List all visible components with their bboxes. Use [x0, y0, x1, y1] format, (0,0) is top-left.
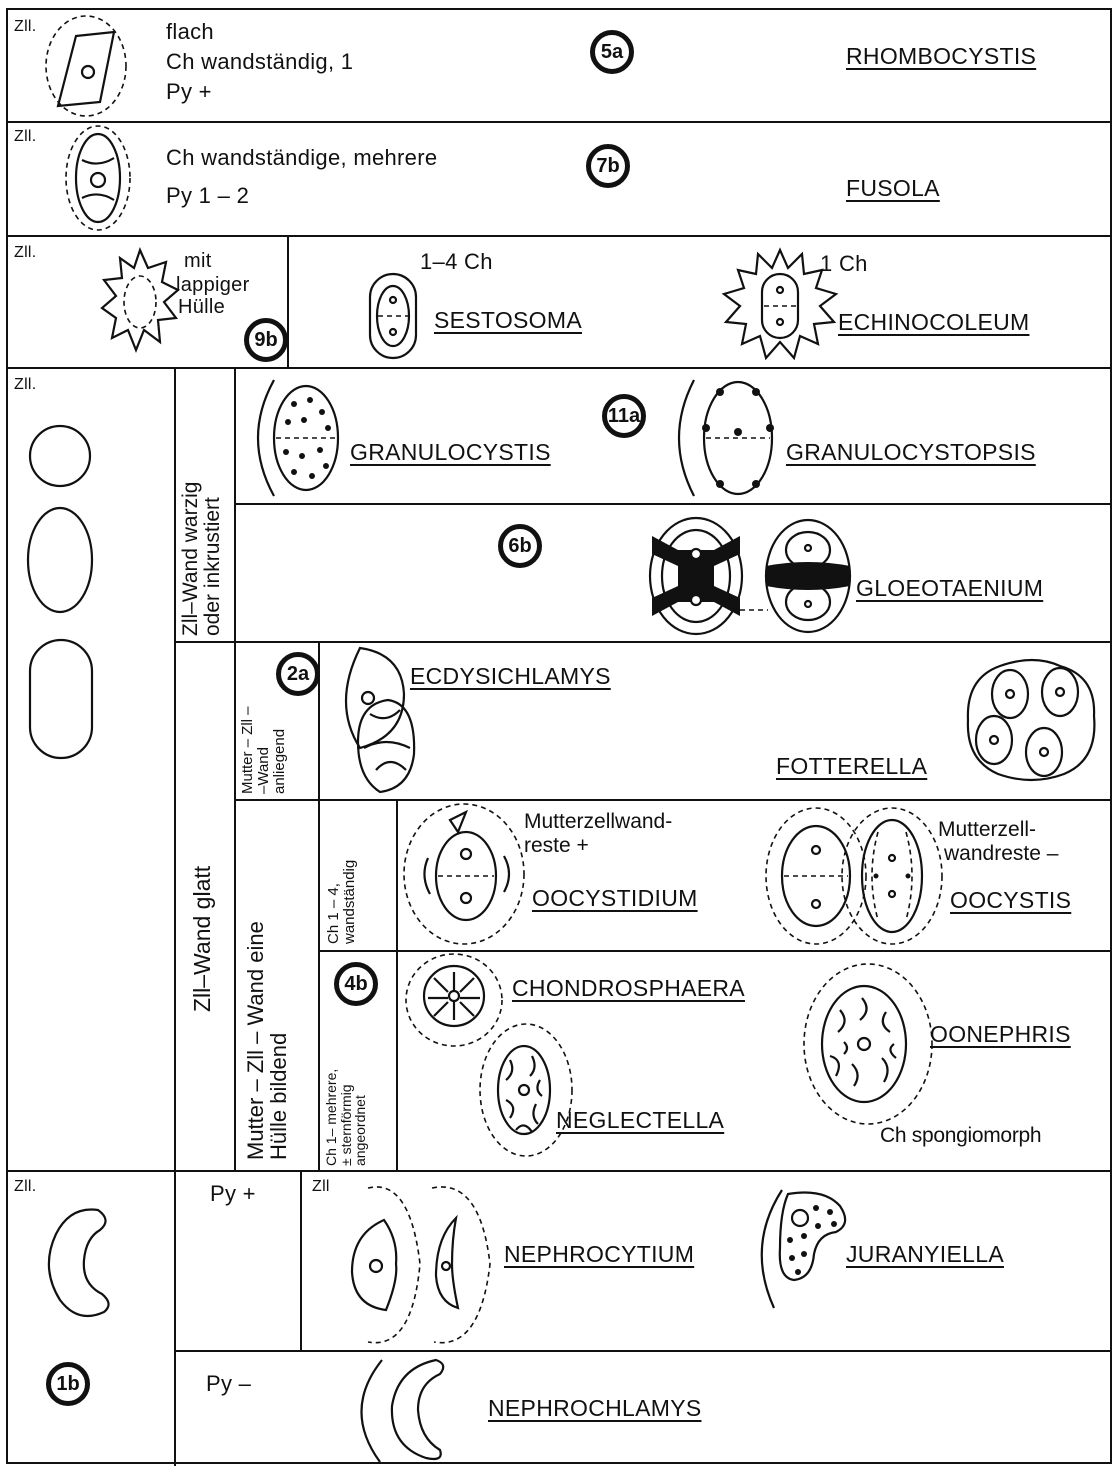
divider-granulo [234, 503, 1112, 505]
divider-bottom [6, 1170, 1112, 1172]
key-badge-9b: 9b [244, 318, 288, 362]
genus-sestosoma: SESTOSOMA [434, 308, 582, 333]
key-badge-7b: 7b [586, 144, 630, 188]
genus-neglectella: NEGLECTELLA [556, 1108, 724, 1133]
genus-oocystidium: OOCYSTIDIUM [532, 886, 698, 911]
gloeotaenium-cell-drawing [648, 514, 858, 638]
sestosoma-cell-drawing [364, 270, 424, 364]
ecdysichlamys-cell-drawing [330, 644, 420, 794]
neglectella-cell-drawing [476, 1020, 576, 1162]
label-wand-warzig: Zll–Wand warzig oder inkrustiert [180, 482, 224, 636]
fusola-feature-1: Ch wandständige, mehrere [166, 146, 437, 170]
divider-col-main [174, 367, 176, 1466]
zll-label: Zll. [14, 1178, 37, 1196]
genus-juranyiella: JURANYIELLA [846, 1242, 1004, 1267]
genus-ecdysichlamys: ECDYSICHLAMYS [410, 664, 611, 689]
genus-oonephris: OONEPHRIS [930, 1022, 1071, 1047]
label-wand-glatt: Zll–Wand glatt [190, 866, 214, 1012]
juranyiella-cell-drawing [752, 1184, 852, 1314]
label-ch-mehrere: Ch 1– mehrere, ± sternförmig angeordnet [324, 1069, 368, 1166]
label-mutter-anliegend: Mutter – Zll – –Wand anliegend [240, 706, 287, 794]
granulocystopsis-cell-drawing [672, 376, 782, 500]
key-badge-1b: 1b [46, 1362, 90, 1406]
sestosoma-chloroplast-count: 1–4 Ch [420, 250, 493, 274]
divider-row1 [6, 121, 1112, 123]
oocystis-cell-drawing [760, 802, 950, 948]
granulocystis-cell-drawing [248, 376, 348, 500]
cell-shapes-drawing [24, 420, 104, 760]
genus-gloeotaenium: GLOEOTAENIUM [856, 576, 1043, 601]
genus-fusola: FUSOLA [846, 176, 940, 201]
oonephris-cell-drawing [800, 960, 942, 1130]
lobed-feature-3: Hülle [178, 296, 225, 318]
key-badge-2a: 2a [276, 652, 320, 696]
zll-label: Zll. [14, 376, 37, 394]
zll-inner-label: Zll [312, 1178, 330, 1196]
zll-label: Zll. [14, 18, 37, 36]
mutterzellwandreste-minus-1: Mutterzell- [938, 818, 1036, 841]
nephrochlamys-cell-drawing [350, 1354, 460, 1466]
genus-nephrocytium: NEPHROCYTIUM [504, 1242, 694, 1267]
label-ch-1-4: Ch 1 – 4, wandständig [326, 860, 358, 944]
genus-granulocystis: GRANULOCYSTIS [350, 440, 551, 465]
lobed-feature-2: lappiger [176, 274, 250, 296]
py-plus-label: Py + [210, 1182, 256, 1206]
rhombocystis-feature-3: Py + [166, 80, 212, 104]
divider-col-huelle [318, 799, 320, 1171]
divider-warzig-glatt [174, 641, 1112, 643]
genus-rhombocystis: RHOMBOCYSTIS [846, 44, 1036, 69]
divider-lobed [287, 235, 289, 368]
genus-chondrosphaera: CHONDROSPHAERA [512, 976, 745, 1001]
ch-spongiomorph-note: Ch spongiomorph [880, 1124, 1041, 1147]
zll-label: Zll. [14, 244, 37, 262]
key-badge-5a: 5a [590, 30, 634, 74]
fusola-feature-2: Py 1 – 2 [166, 184, 249, 208]
divider-row2 [6, 235, 1112, 237]
label-huelle-bildend: Mutter – Zll – Wand eine Hülle bildend [244, 921, 290, 1160]
fusola-cell-drawing [60, 124, 140, 234]
oocystidium-cell-drawing [400, 802, 530, 948]
key-badge-11a: 11a [602, 394, 646, 438]
reniform-cell-drawing [38, 1204, 118, 1324]
genus-oocystis: OOCYSTIS [950, 888, 1071, 913]
divider-col-py [300, 1170, 302, 1350]
mutterzellwandreste-plus-2: reste + [524, 834, 589, 857]
divider-col-glatt [234, 641, 236, 1171]
genus-granulocystopsis: GRANULOCYSTOPSIS [786, 440, 1036, 465]
py-minus-label: Py – [206, 1372, 251, 1396]
genus-echinocoleum: ECHINOCOLEUM [838, 310, 1029, 335]
rhombocystis-cell-drawing [36, 14, 136, 120]
divider-row3 [6, 367, 1112, 369]
genus-nephrochlamys: NEPHROCHLAMYS [488, 1396, 702, 1421]
zll-label: Zll. [14, 128, 37, 146]
nephrocytium-cell-drawing [340, 1180, 500, 1348]
echinocoleum-chloroplast-count: 1 Ch [820, 252, 868, 276]
divider-py [174, 1350, 1112, 1352]
rhombocystis-feature-1: flach [166, 20, 214, 44]
rhombocystis-feature-2: Ch wandständig, 1 [166, 50, 353, 74]
genus-fotterella: FOTTERELLA [776, 754, 927, 779]
lobed-feature-1: mit [184, 250, 212, 272]
divider-anliegend [234, 799, 1112, 801]
key-badge-4b: 4b [334, 962, 378, 1006]
lobed-envelope-drawing [100, 246, 180, 358]
key-badge-6b: 6b [498, 524, 542, 568]
mutterzellwandreste-plus-1: Mutterzellwand- [524, 810, 672, 833]
divider-col-ch [396, 799, 398, 1171]
fotterella-cell-drawing [964, 656, 1100, 784]
mutterzellwandreste-minus-2: wandreste – [944, 842, 1058, 865]
